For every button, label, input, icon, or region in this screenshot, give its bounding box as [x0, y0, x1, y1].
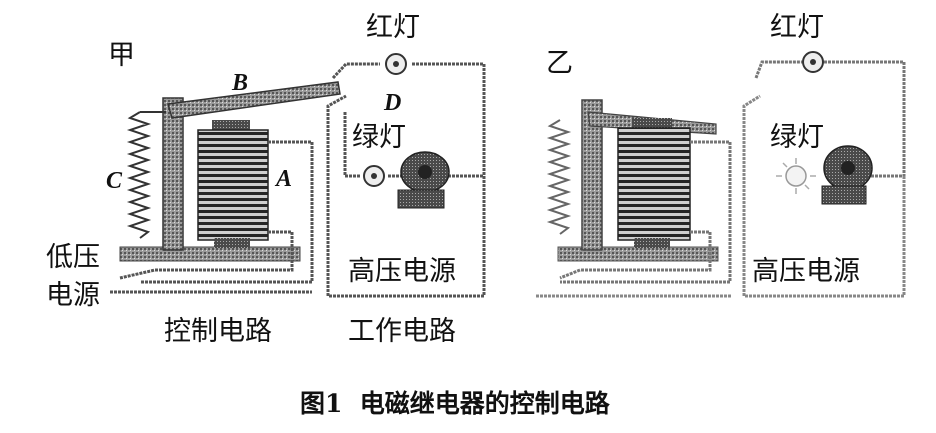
panel-b-tag: 乙 — [546, 48, 573, 79]
panel-b — [536, 51, 906, 298]
spring-b — [546, 119, 572, 235]
armature-post — [162, 97, 184, 251]
red-lamp-label: 红灯 — [366, 12, 420, 43]
control-wire-b-2 — [559, 230, 712, 280]
electromagnet-core-top-b — [632, 118, 672, 130]
label-d: D — [383, 90, 401, 116]
high-voltage-label-b: 高压电源 — [752, 256, 860, 287]
control-wire-b — [560, 140, 732, 284]
green-lamp-glow-icon — [776, 158, 816, 194]
working-wire-outer — [331, 62, 380, 80]
working-wire-red — [326, 62, 486, 298]
base-plate — [119, 246, 301, 262]
working-wire-green — [343, 112, 360, 178]
label-c: C — [106, 168, 123, 194]
electromagnet-coil-b — [617, 127, 691, 241]
low-voltage-label-1: 低压 — [46, 242, 100, 273]
green-lamp-filament — [371, 173, 377, 179]
control-circuit-label: 控制电路 — [164, 316, 272, 347]
panel-a — [110, 53, 486, 298]
electromagnet-core-top — [212, 120, 250, 132]
control-wire-2 — [119, 230, 294, 280]
control-wire — [140, 140, 314, 284]
working-wire-b — [754, 60, 802, 79]
green-lamp-label-b: 绿灯 — [770, 122, 824, 153]
red-lamp-filament-b — [810, 59, 816, 65]
armature-lever — [167, 81, 341, 119]
label-b: B — [231, 70, 248, 96]
figure-caption: 图1 电磁继电器的控制电路 — [300, 389, 611, 418]
low-voltage-label-2: 电源 — [46, 280, 100, 311]
motor-icon-b — [821, 145, 873, 205]
working-wire-b-loop — [742, 94, 906, 298]
spring — [126, 111, 152, 239]
working-wire-b-red — [824, 60, 906, 178]
armature-post-b — [581, 99, 603, 251]
red-lamp-label-b: 红灯 — [770, 12, 824, 43]
motor-icon — [397, 151, 450, 209]
red-lamp-filament — [393, 61, 399, 67]
electromagnet-core-bottom-b — [634, 238, 670, 248]
electromagnet-core-bottom — [214, 238, 250, 248]
green-lamp-label: 绿灯 — [352, 122, 406, 153]
panel-a-tag: 甲 — [108, 40, 135, 71]
high-voltage-label-a: 高压电源 — [348, 256, 456, 287]
working-circuit-label: 工作电路 — [348, 316, 456, 347]
electromagnet-coil — [197, 129, 269, 241]
label-a: A — [274, 166, 292, 192]
